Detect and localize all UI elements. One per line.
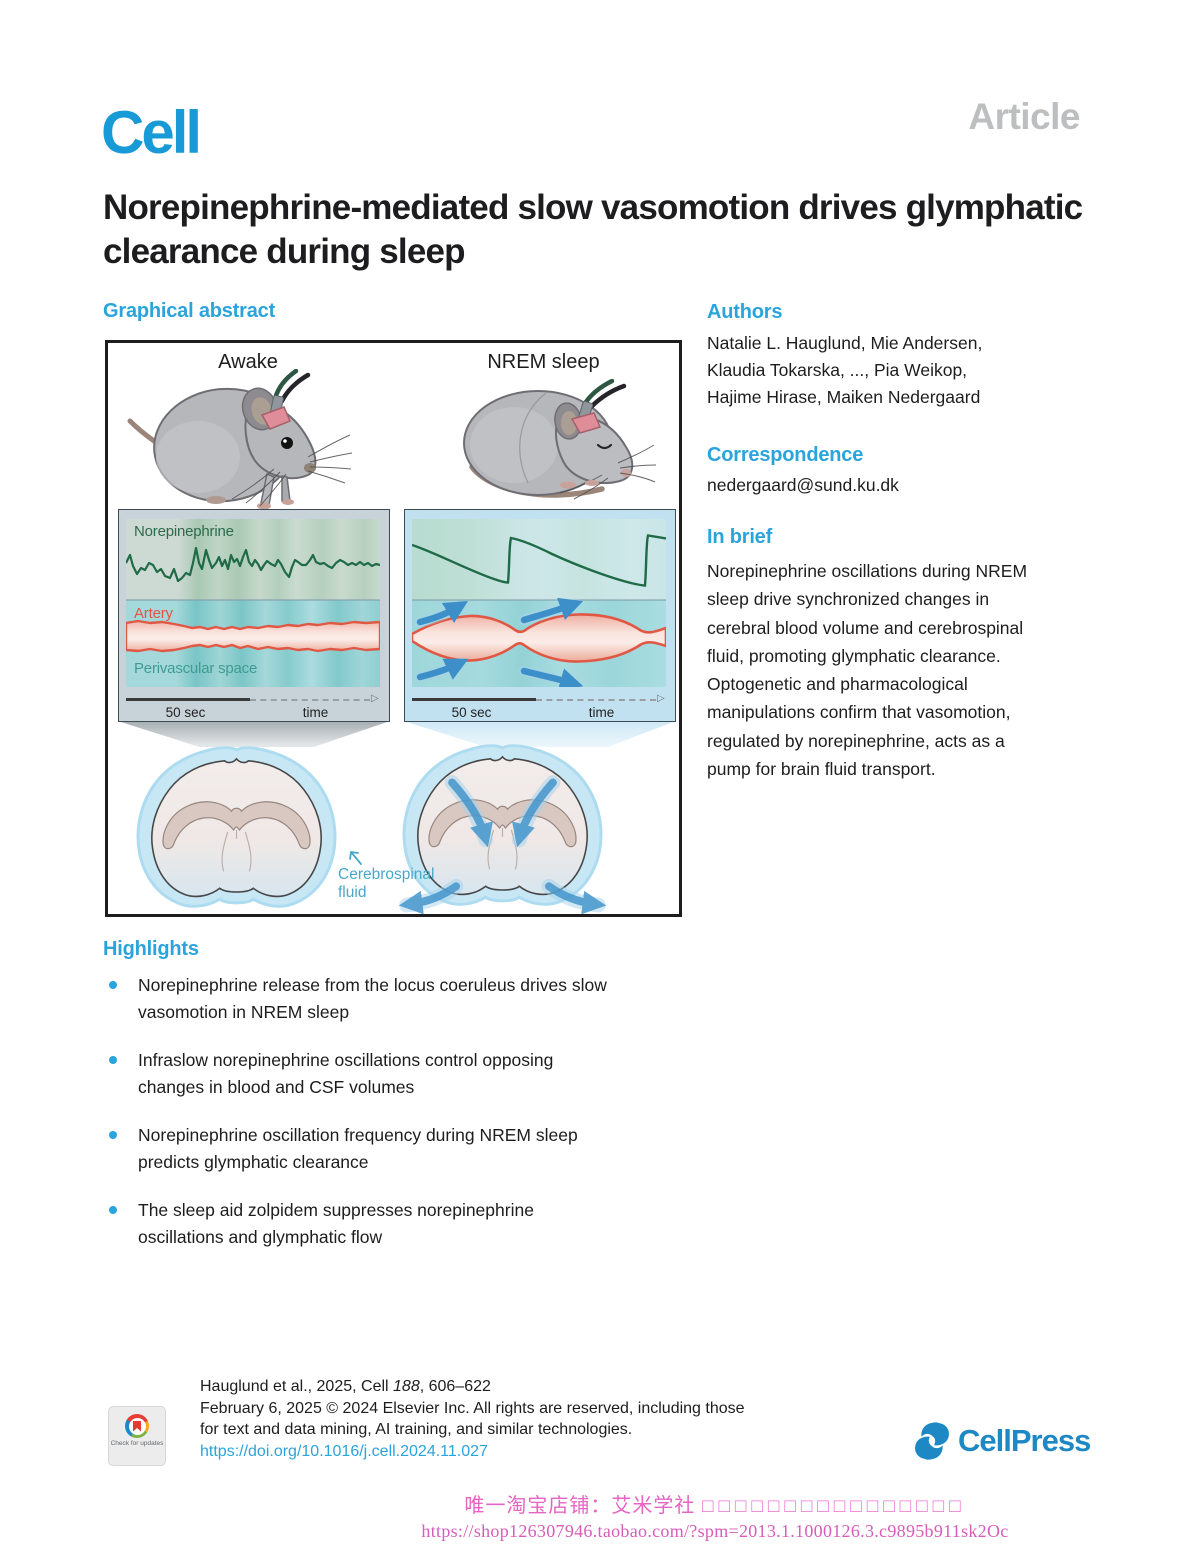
highlight-item: Norepinephrine oscillation frequency dur… (103, 1122, 703, 1176)
cerebrospinal-fluid-label: Cerebrospinal fluid (338, 866, 435, 901)
in-brief-text: Norepinephrine oscillations during NREM … (707, 561, 1028, 780)
highlights-heading: Highlights (103, 938, 199, 960)
graphical-abstract-figure: Awake NREM sleep (105, 340, 682, 917)
watermark-shop-url[interactable]: https://shop126307946.taobao.com/?spm=20… (421, 1521, 1009, 1541)
awake-trace-panel: Norepinephrine Artery Perivascular space… (118, 509, 390, 722)
graphical-abstract-heading: Graphical abstract (103, 300, 276, 322)
check-for-updates-icon (125, 1414, 149, 1438)
article-type-label: Article (968, 96, 1080, 137)
awake-time-axis: ▷ 50 sec time (126, 692, 380, 722)
brain-section-nrem (394, 741, 612, 915)
check-for-updates-text: Check for updates (110, 1440, 164, 1447)
watermark-shop-line: 唯一淘宝店铺：艾米学社 □□□□□□□□□□□□□□□□ (464, 1495, 966, 1517)
rights-line-2: for text and data mining, AI training, a… (200, 1421, 633, 1438)
shop-watermark: 唯一淘宝店铺：艾米学社 □□□□□□□□□□□□□□□□ https://sho… (230, 1489, 1200, 1542)
watermark-missing-glyphs: □□□□□□□□□□□□□□□□ (701, 1496, 966, 1517)
correspondence-heading: Correspondence (707, 444, 864, 466)
nrem-trace-area (412, 519, 666, 687)
doi-link[interactable]: https://doi.org/10.1016/j.cell.2024.11.0… (200, 1442, 488, 1460)
nrem-condition-label: NREM sleep (487, 351, 600, 373)
bullet-icon (109, 1131, 117, 1139)
nrem-trace-panel: ▷ 50 sec time (404, 509, 676, 722)
in-brief-heading: In brief (707, 526, 773, 548)
check-for-updates-badge[interactable]: Check for updates (108, 1406, 166, 1466)
norepinephrine-label: Norepinephrine (134, 523, 234, 540)
perivascular-space-label: Perivascular space (134, 660, 258, 677)
article-title: Norepinephrine-mediated slow vasomotion … (103, 188, 1083, 271)
timescale-label: 50 sec (451, 705, 492, 720)
timescale-label: 50 sec (165, 705, 206, 720)
time-dashed-line (536, 698, 656, 701)
citation-block: Hauglund et al., 2025, Cell 188, 606–622… (200, 1376, 745, 1462)
awake-condition-label: Awake (218, 351, 278, 373)
author-names: Natalie L. Hauglund, Mie Andersen, Klaud… (707, 333, 983, 407)
correspondence-email[interactable]: nedergaard@sund.ku.dk (707, 475, 899, 495)
cell-journal-logo: Cell (101, 99, 202, 166)
highlight-item: The sleep aid zolpidem suppresses norepi… (103, 1197, 703, 1251)
volume-number: 188 (393, 1378, 420, 1395)
cellpress-icon (915, 1422, 949, 1460)
cellpress-logo: CellPress (911, 1420, 1091, 1462)
time-label: time (588, 705, 615, 720)
time-dashed-line (250, 698, 370, 701)
highlights-list: Norepinephrine release from the locus co… (103, 972, 703, 1272)
highlight-item: Infraslow norepinephrine oscillations co… (103, 1047, 703, 1101)
csf-pointer-arrow-icon (344, 846, 364, 871)
rights-line-1: February 6, 2025 © 2024 Elsevier Inc. Al… (200, 1399, 745, 1417)
brain-section-awake (128, 743, 346, 913)
nrem-time-axis: ▷ 50 sec time (412, 692, 666, 722)
awake-mouse-illustration (124, 368, 356, 516)
highlight-item: Norepinephrine release from the locus co… (103, 972, 703, 1026)
citation-line: Hauglund et al., 2025, Cell 188, 606–622 (200, 1378, 491, 1395)
bullet-icon (109, 1056, 117, 1064)
time-label: time (302, 705, 329, 720)
time-arrow-icon: ▷ (371, 692, 379, 704)
awake-trace-area: Norepinephrine Artery Perivascular space (126, 519, 380, 687)
authors-heading: Authors (707, 301, 783, 323)
artery-label: Artery (134, 605, 173, 622)
bullet-icon (109, 981, 117, 989)
timescale-bar (126, 698, 250, 701)
bullet-icon (109, 1206, 117, 1214)
sleeping-mouse-illustration (450, 378, 662, 509)
cellpress-wordmark: CellPress (958, 1423, 1091, 1458)
timescale-bar (412, 698, 536, 701)
time-arrow-icon: ▷ (657, 692, 665, 704)
